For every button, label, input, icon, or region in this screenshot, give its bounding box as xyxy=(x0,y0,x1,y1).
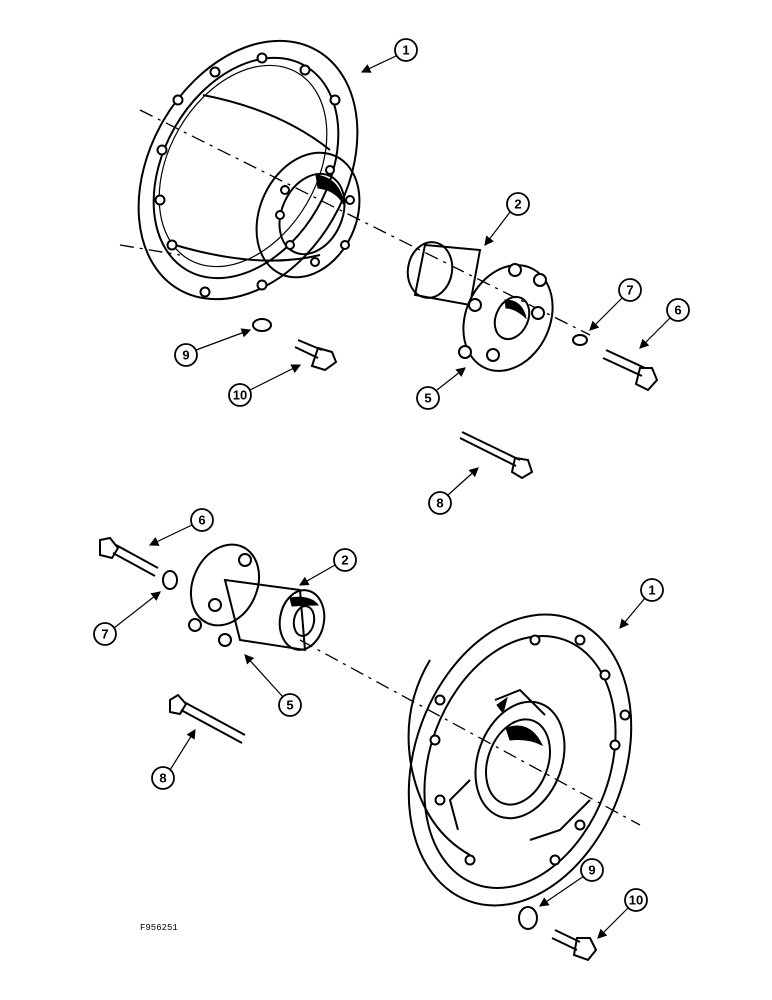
bottom-coupling-part-2 xyxy=(188,543,326,652)
callout-bottom-10: 10 xyxy=(629,893,643,908)
figure-id: F956251 xyxy=(140,923,178,933)
callout-bottom-8: 8 xyxy=(159,771,166,786)
bottom-bolt-part-6 xyxy=(99,536,159,577)
callout-top-8: 8 xyxy=(436,496,443,511)
callouts: 1 2 5 6 7 8 9 10 1 2 5 6 xyxy=(93,38,690,939)
top-bolt-part-8 xyxy=(459,431,534,480)
bottom-housing-rim-holes xyxy=(429,634,631,866)
callout-bottom-1: 1 xyxy=(648,583,655,598)
bottom-housing-part-1 xyxy=(407,613,633,907)
callout-top-6: 6 xyxy=(674,303,681,318)
callout-top-2: 2 xyxy=(514,197,521,212)
bottom-bolt-part-8 xyxy=(169,693,246,744)
callout-top-1: 1 xyxy=(402,43,409,58)
callout-bottom-2: 2 xyxy=(341,553,348,568)
top-center-line xyxy=(139,109,591,336)
top-housing-part-1 xyxy=(137,39,361,301)
top-washer-part-9 xyxy=(252,318,272,332)
top-housing-hub-holes xyxy=(275,165,355,267)
callout-bottom-6: 6 xyxy=(198,513,205,528)
callout-top-5: 5 xyxy=(424,391,431,406)
top-coupling-part-2 xyxy=(406,241,554,372)
bottom-washer-part-7 xyxy=(162,570,178,590)
bottom-assembly xyxy=(99,536,641,962)
callout-bottom-7: 7 xyxy=(101,627,108,642)
top-lower-guide-line xyxy=(119,244,181,256)
callout-top-7: 7 xyxy=(626,283,633,298)
callout-bottom-9: 9 xyxy=(588,863,595,878)
top-bolt-part-6 xyxy=(602,349,659,392)
callout-bottom-5: 5 xyxy=(286,698,293,713)
bottom-bolt-part-10 xyxy=(551,929,598,962)
top-housing-rim-holes xyxy=(154,52,341,298)
bottom-center-line xyxy=(299,639,641,826)
callout-top-9: 9 xyxy=(182,348,189,363)
callout-top-10: 10 xyxy=(233,388,247,403)
top-assembly xyxy=(119,39,659,480)
top-washer-part-7 xyxy=(572,334,588,346)
top-bolt-part-10 xyxy=(294,339,338,372)
bottom-washer-part-9 xyxy=(518,906,538,930)
